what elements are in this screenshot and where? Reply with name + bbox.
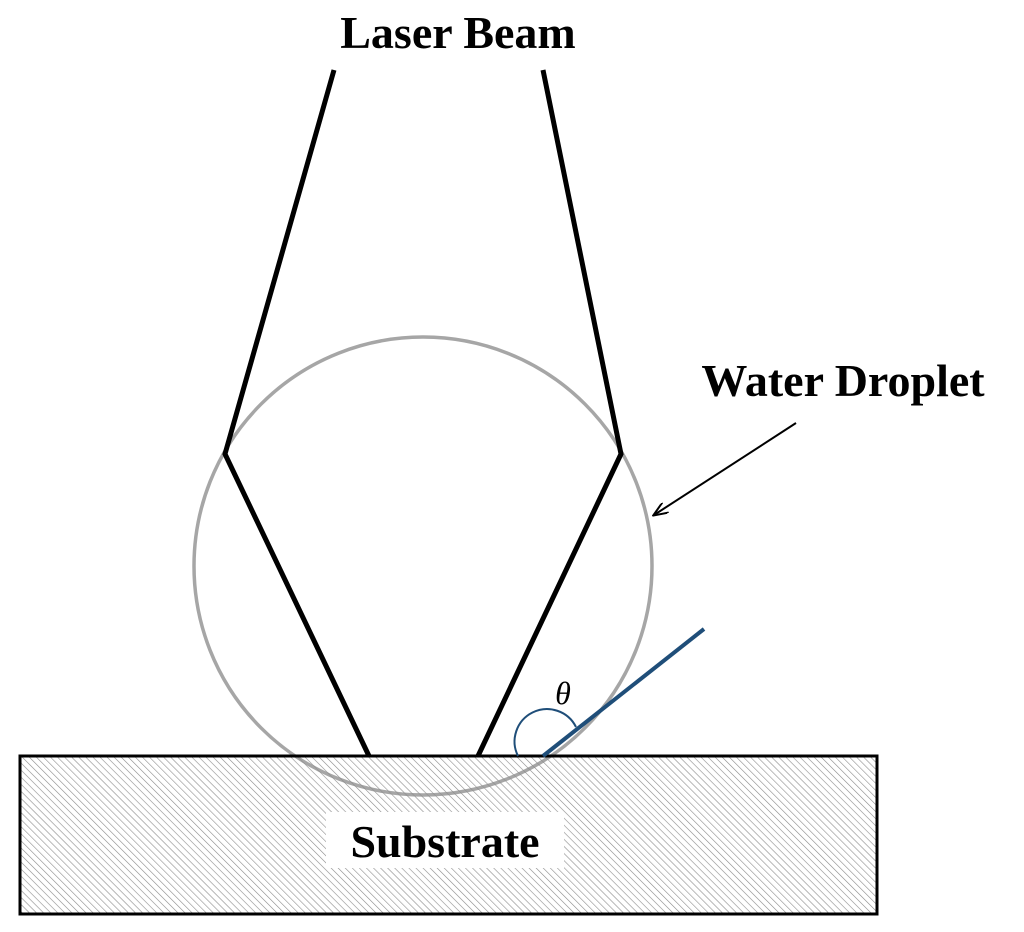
substrate-block: [18, 754, 879, 916]
droplet-pointer-arrow: [654, 422, 797, 515]
laser-beam-left-path: [222, 69, 372, 758]
contact-angle-tangent-line: [541, 627, 706, 758]
substrate-label: Substrate: [350, 816, 539, 867]
contact-angle-arc: [513, 708, 577, 757]
substrate-label-background: [326, 812, 564, 868]
laser-beam-label: Laser Beam: [340, 7, 576, 58]
contact-angle-symbol: θ: [555, 675, 571, 711]
laser-beam-right-path: [475, 69, 624, 758]
water-droplet-label: Water Droplet: [701, 355, 985, 406]
